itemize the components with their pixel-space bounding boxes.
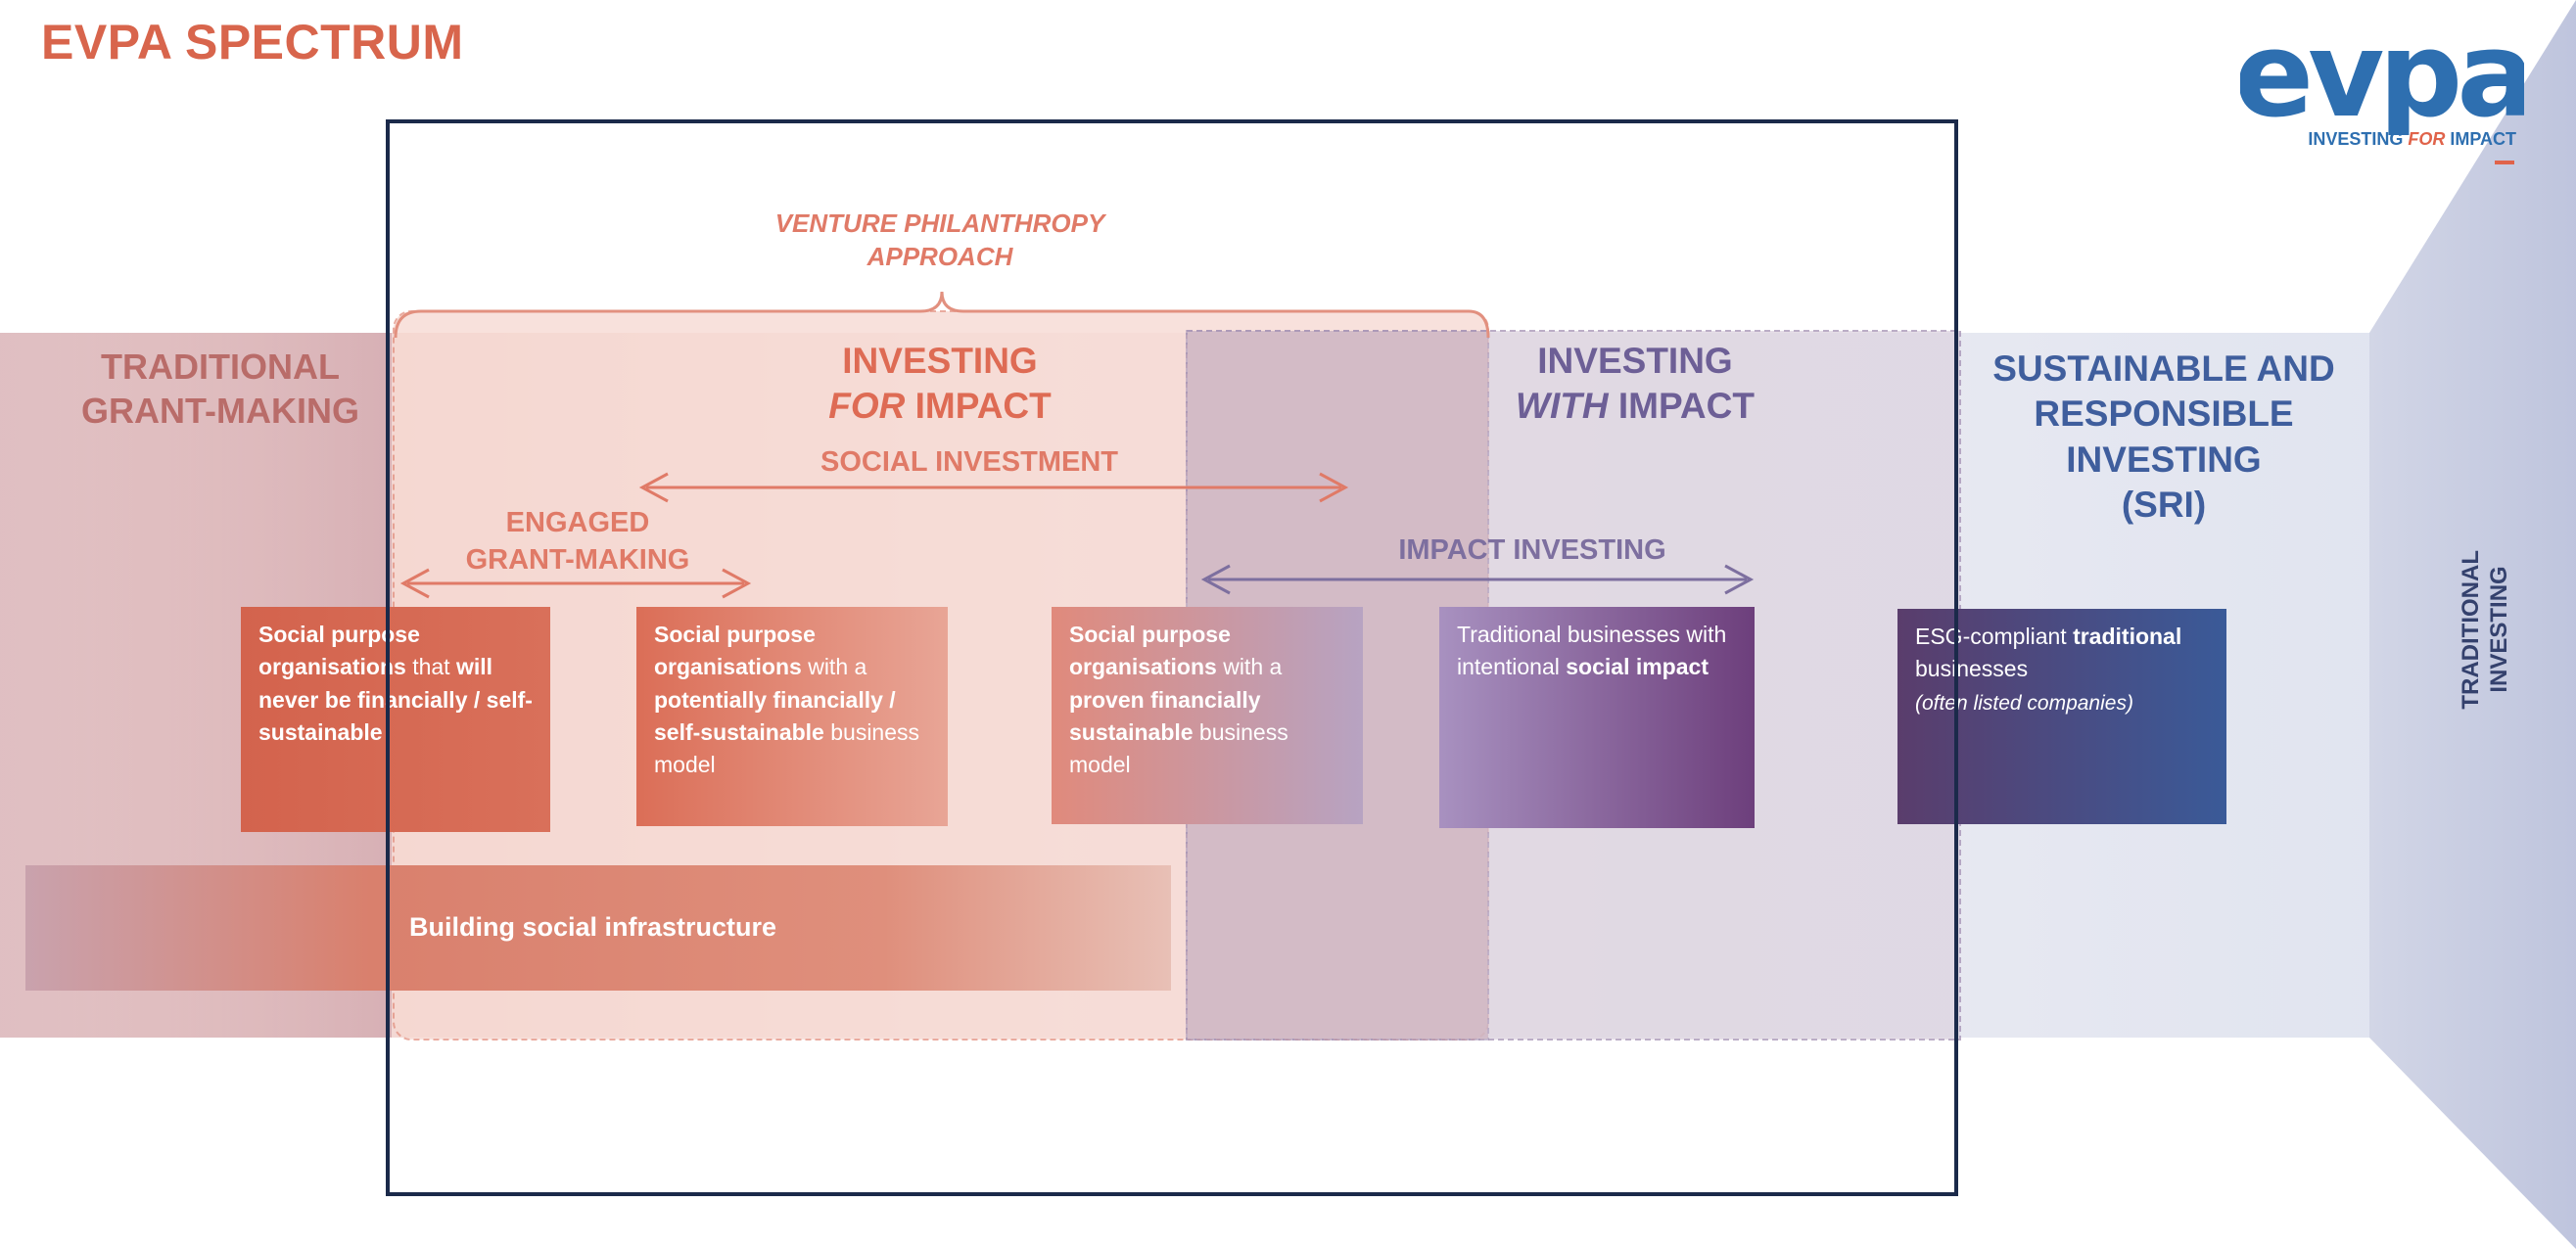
infrastructure-label: Building social infrastructure xyxy=(409,912,777,942)
label-engaged-grant-making: ENGAGED GRANT-MAKING xyxy=(411,505,744,578)
box2-bold2: potentially financially / self-sustainab… xyxy=(654,686,896,746)
venture-philanthropy-brace xyxy=(394,291,1490,339)
header-traditional-grant-making: TRADITIONAL GRANT-MAKING xyxy=(59,345,382,433)
label-social-investment: SOCIAL INVESTMENT xyxy=(820,446,1118,478)
ifi-rest: IMPACT xyxy=(905,386,1052,427)
ifi-emph: FOR xyxy=(828,386,906,427)
header-traditional-investing: TRADITIONAL INVESTING xyxy=(2458,550,2514,710)
box-2-bg xyxy=(636,607,948,826)
logo-tagline: INVESTING FOR IMPACT xyxy=(2242,129,2516,150)
ifi-line1: INVESTING xyxy=(842,341,1038,381)
iwi-rest: IMPACT xyxy=(1608,386,1755,427)
box-traditional-social-impact: Traditional businesses with intentional … xyxy=(1439,607,1755,828)
sri-line3: INVESTING xyxy=(2066,439,2262,480)
ti-line2: INVESTING xyxy=(2485,566,2512,694)
box1-bold1: Social purpose organisations xyxy=(258,622,420,680)
sri-line2: RESPONSIBLE xyxy=(2034,393,2294,435)
box3-text1: with a xyxy=(1216,654,1283,680)
box-1-bg xyxy=(241,607,550,832)
ifi-line2: FOR IMPACT xyxy=(764,384,1116,429)
box2-text1: with a xyxy=(801,654,867,680)
logo-accent-bar xyxy=(2495,161,2514,164)
box5-italic: (often listed companies) xyxy=(1915,691,2133,715)
sri-line4: (SRI) xyxy=(2121,484,2207,525)
box-5-bg xyxy=(1897,609,2226,824)
traditional-investing-arrow xyxy=(2369,0,2576,1249)
logo-tagline-emph: FOR xyxy=(2408,129,2446,149)
highlight-frame xyxy=(386,119,1958,1196)
box3-bold2: proven financially sustainable xyxy=(1069,686,1261,746)
box-4-bg xyxy=(1439,607,1755,828)
header-investing-with-impact: INVESTING WITH IMPACT xyxy=(1469,339,1802,430)
box2-text2: business model xyxy=(654,719,920,778)
header-investing-for-impact: INVESTING FOR IMPACT xyxy=(764,339,1116,430)
page-title: EVPA SPECTRUM xyxy=(41,15,464,69)
logo-wordmark: evpa xyxy=(2240,18,2524,135)
header-sri: SUSTAINABLE AND RESPONSIBLE INVESTING (S… xyxy=(1958,347,2369,528)
label-impact-investing: IMPACT INVESTING xyxy=(1398,534,1666,566)
egm-line1: ENGAGED xyxy=(505,507,650,538)
iwi-line1: INVESTING xyxy=(1537,341,1733,381)
logo-tagline-suffix: IMPACT xyxy=(2445,129,2516,149)
box4-text0: Traditional businesses with intentional xyxy=(1457,622,1727,680)
iwi-line2: WITH IMPACT xyxy=(1469,384,1802,429)
sri-line1: SUSTAINABLE AND xyxy=(1992,348,2335,389)
logo-tagline-prefix: INVESTING xyxy=(2308,129,2409,149)
box3-bold1: Social purpose organisations xyxy=(1069,622,1231,680)
evpa-logo: evpa xyxy=(2240,18,2524,135)
tgm-line1: TRADITIONAL xyxy=(101,347,340,387)
box-potentially-self-sustainable: Social purpose organisations with a pote… xyxy=(636,607,948,826)
iwi-emph: WITH xyxy=(1516,386,1609,427)
vp-line1: VENTURE PHILANTHROPY xyxy=(774,208,1105,238)
box5-bold1: traditional xyxy=(2073,624,2182,649)
ti-line1: TRADITIONAL xyxy=(2458,550,2484,710)
box1-bold2: will never be financially / self-sustain… xyxy=(258,654,533,746)
box4-bold1: social impact xyxy=(1566,654,1709,680)
vp-line2: APPROACH xyxy=(866,241,1013,271)
box-proven-sustainable: Social purpose organisations with a prov… xyxy=(1052,607,1363,824)
box5-text0: ESG-compliant xyxy=(1915,624,2074,649)
box2-bold1: Social purpose organisations xyxy=(654,622,816,680)
box-3-bg xyxy=(1052,607,1363,824)
box-never-self-sustainable: Social purpose organisations that will n… xyxy=(241,607,550,832)
box1-text1: that xyxy=(405,654,456,680)
infrastructure-bar xyxy=(25,865,1171,991)
venture-philanthropy-label: VENTURE PHILANTHROPY APPROACH xyxy=(725,208,1155,274)
box-esg-compliant: ESG-compliant traditional businesses (of… xyxy=(1897,609,2226,824)
box3-text2: business model xyxy=(1069,719,1288,778)
box5-text1: businesses xyxy=(1915,656,2029,682)
tgm-line2: GRANT-MAKING xyxy=(81,391,359,431)
egm-line2: GRANT-MAKING xyxy=(465,543,690,576)
